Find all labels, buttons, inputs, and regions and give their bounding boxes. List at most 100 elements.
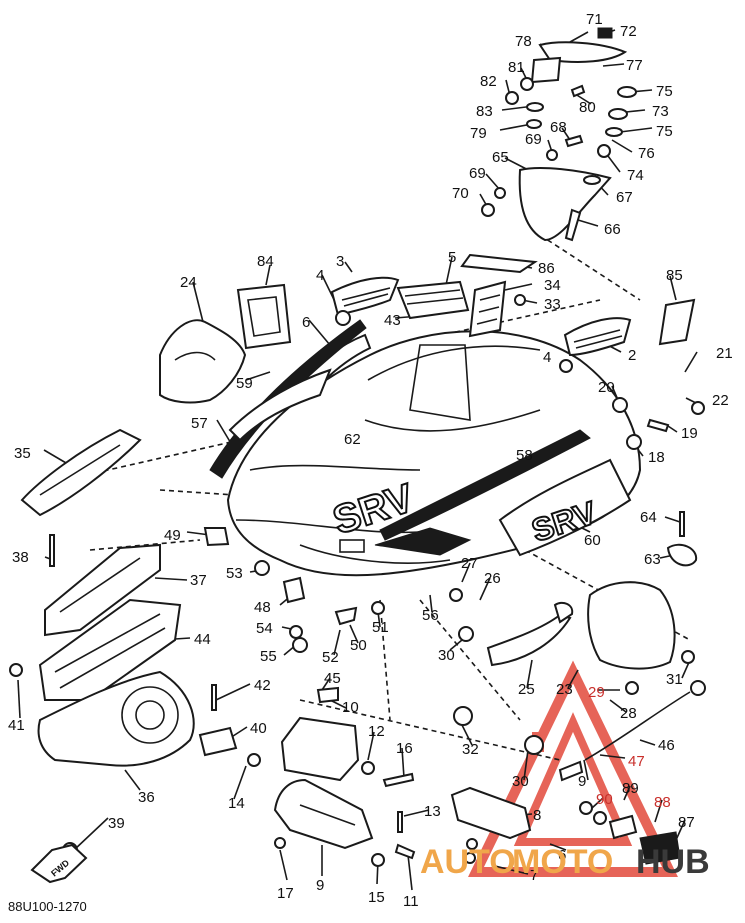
callout-72: 72 [620,23,637,40]
part-2-grille [563,317,632,357]
part-86-plate [460,253,538,274]
watermark-text: AUTO MOTO HUB [420,843,710,881]
callout-4b: 4 [543,349,551,366]
callout-52: 52 [322,649,339,666]
callout-27: 27 [461,555,478,572]
part-36-belt-cover [37,670,195,767]
callout-63: 63 [644,551,661,568]
callout-7: 7 [530,867,538,884]
callout-25: 25 [518,681,535,698]
stripe-decals [209,319,372,479]
callout-34: 34 [544,277,561,294]
callout-67: 67 [616,189,633,206]
callout-13: 13 [424,803,441,820]
drawing-code: 88U100-1270 [8,899,87,914]
part-10-pan [280,686,360,782]
callout-16: 16 [396,740,413,757]
callout-57: 57 [191,415,208,432]
callout-89: 89 [622,780,639,797]
upper-assembly [518,27,628,242]
callout-58: 58 [516,447,533,464]
callout-21: 21 [716,345,733,362]
part-52-bracket [334,606,358,626]
callout-56: 56 [422,607,439,624]
callout-41: 41 [8,717,25,734]
hood-body [226,330,642,577]
callout-10: 10 [342,699,359,716]
part-40-bracket [198,726,238,757]
callout-65: 65 [492,149,509,166]
callout-66: 66 [604,221,621,238]
callout-51: 51 [372,619,389,636]
callout-75b: 75 [656,123,673,140]
callout-80: 80 [579,99,596,116]
callout-70: 70 [452,185,469,202]
callout-40: 40 [250,720,267,737]
callout-69b: 69 [469,165,486,182]
fasteners [9,77,705,867]
callout-64: 64 [640,509,657,526]
callout-49: 49 [164,527,181,544]
callout-46: 46 [658,737,675,754]
callout-78: 78 [515,33,532,50]
callout-36: 36 [138,789,155,806]
callout-53: 53 [226,565,243,582]
callout-50: 50 [350,637,367,654]
part-89-clip [608,814,638,840]
part-5-grille [396,280,470,320]
callout-28: 28 [620,705,637,722]
callout-81: 81 [508,59,525,76]
callout-17: 17 [277,885,294,902]
part-48-bracket [282,576,306,604]
callout-9b: 9 [316,877,324,894]
callout-76: 76 [638,145,655,162]
callout-68: 68 [550,119,567,136]
callout-84: 84 [257,253,274,270]
callout-35: 35 [14,445,31,462]
part-46-cable [558,680,706,782]
part-25-bar [486,601,574,667]
callout-75a: 75 [656,83,673,100]
callout-37: 37 [190,572,207,589]
callout-23: 23 [556,681,573,698]
part-3-grille [330,276,400,317]
callout-73: 73 [652,103,669,120]
callout-62: 62 [344,431,361,448]
callout-14: 14 [228,795,245,812]
part-9-stay [273,778,374,850]
part-44-frame [38,598,182,701]
callout-82: 82 [480,73,497,90]
leader-lines [17,29,699,891]
callout-33: 33 [544,296,561,313]
callout-20: 20 [598,379,615,396]
callout-30b: 30 [512,773,529,790]
part-84-gasket [236,283,292,350]
callout-32: 32 [462,741,479,758]
callout-6: 6 [302,314,310,331]
callout-30a: 30 [438,647,455,664]
callout-11: 11 [403,893,419,910]
callout-15: 15 [368,889,385,906]
callout-8: 8 [533,807,541,824]
callout-6b: 6 [558,847,566,864]
callout-79: 79 [470,125,487,142]
side-panel [339,458,632,557]
callout-4a: 4 [316,267,324,284]
callout-45: 45 [324,670,341,687]
part-29-cover [587,581,676,670]
callout-2: 2 [628,347,636,364]
callout-48: 48 [254,599,271,616]
part-24-side-cover [159,319,247,404]
callout-42: 42 [254,677,271,694]
callout-12: 12 [368,723,385,740]
callout-24: 24 [180,274,197,291]
part-34-vent [468,280,507,338]
callout-90: 90 [596,791,613,808]
callout-39: 39 [108,815,125,832]
callout-55: 55 [260,648,277,665]
part-49-clip [203,527,230,547]
part-8-box [450,786,532,840]
callout-83: 83 [476,103,493,120]
